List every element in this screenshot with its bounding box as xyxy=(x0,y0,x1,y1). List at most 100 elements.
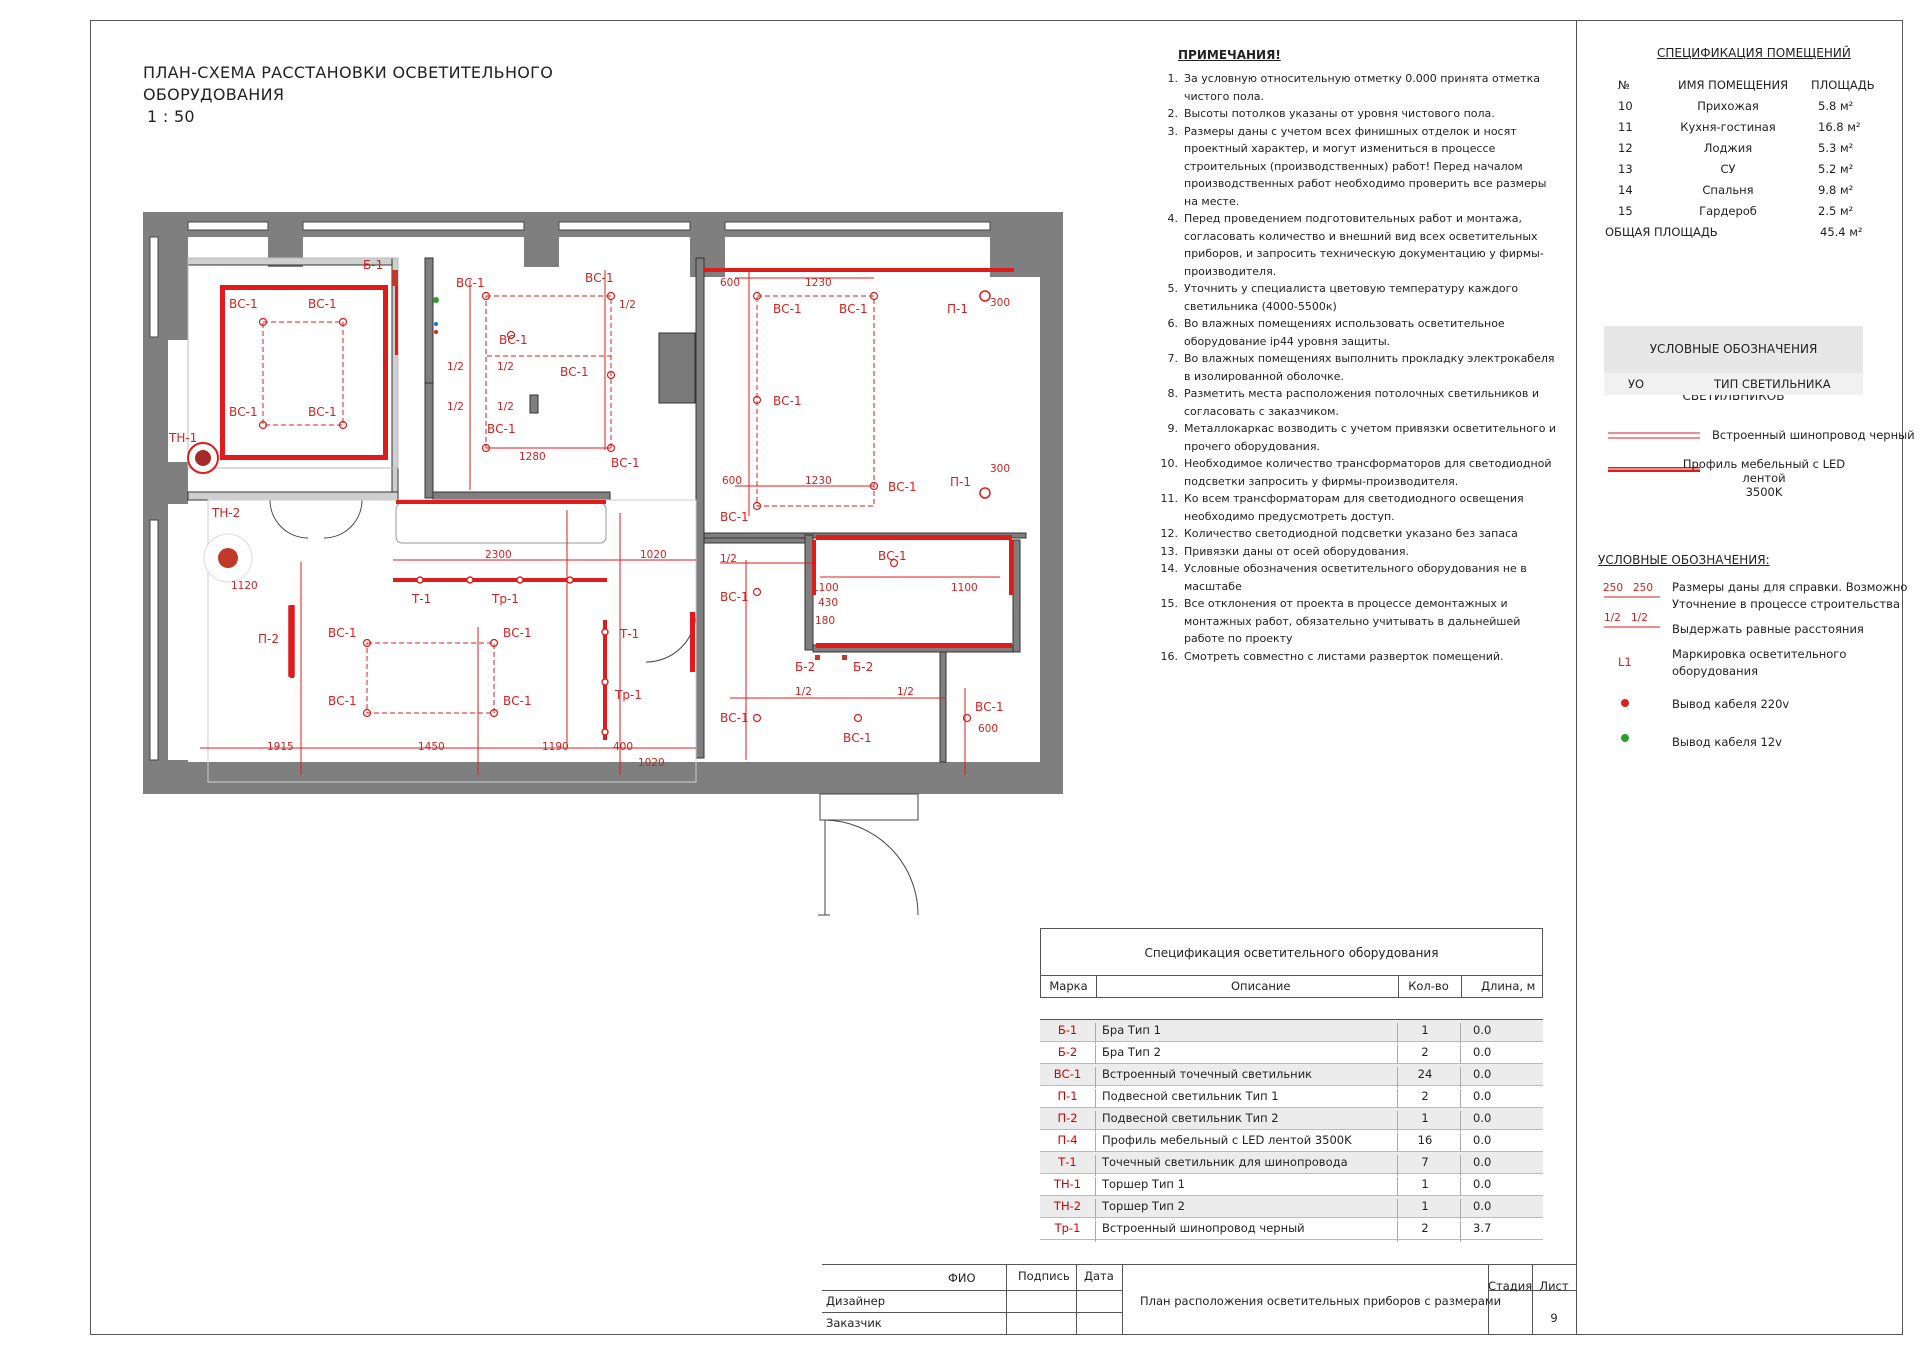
spec-qty: 2 xyxy=(1421,1045,1429,1059)
col-no: № xyxy=(1618,78,1630,92)
dim-half-c: 1/2 xyxy=(897,686,914,698)
label-bc1-f: ВС-1 xyxy=(585,271,614,285)
room-area: 9.8 м² xyxy=(1818,183,1854,197)
label-tr1-a: Тр-1 xyxy=(492,592,519,606)
dim-430: 430 xyxy=(818,597,839,609)
note-item: 4.Перед проведением подготовительных раб… xyxy=(1160,210,1560,280)
dim-1100-a: 1100 xyxy=(812,582,839,594)
spec-qty: 7 xyxy=(1421,1155,1429,1169)
label-t1-a: Т-1 xyxy=(412,592,432,606)
label-bc1-l: ВС-1 xyxy=(839,302,868,316)
spec-col-desc: Описание xyxy=(1231,979,1291,993)
sheet-frame xyxy=(90,20,1903,1335)
note-item: 15.Все отклонения от проекта в процессе … xyxy=(1160,595,1560,648)
note-text: Во влажных помещениях использовать освет… xyxy=(1184,317,1505,348)
spec-desc: Точечный светильник для шинопровода xyxy=(1102,1155,1348,1169)
label-bc1-v: ВС-1 xyxy=(503,626,532,640)
spec-qty: 2 xyxy=(1421,1221,1429,1235)
label-bc1-s: ВС-1 xyxy=(843,731,872,745)
tb-fio: ФИО xyxy=(948,1271,976,1285)
note-item: 9.Металлокаркас возводить с учетом привя… xyxy=(1160,420,1560,455)
label-bc1-q: ВС-1 xyxy=(720,590,749,604)
note-item: 13.Привязки даны от осей оборудования. xyxy=(1160,543,1560,561)
dim-2300: 2300 xyxy=(485,549,512,561)
led-profiles xyxy=(220,268,1014,672)
label-bc1-a: ВС-1 xyxy=(229,297,258,311)
spec-len: 0.0 xyxy=(1473,1155,1492,1169)
dim-half-e: 1/2 xyxy=(497,401,514,413)
legend-led-profile-2: 3500K xyxy=(1745,485,1783,499)
note-item: 6.Во влажных помещениях использовать осв… xyxy=(1160,315,1560,350)
inner-walls xyxy=(187,257,1027,763)
spec-len: 0.0 xyxy=(1473,1199,1492,1213)
tb-sheet-no: 9 xyxy=(1550,1311,1558,1325)
col-name: ИМЯ ПОМЕЩЕНИЯ xyxy=(1678,78,1789,92)
note-number: 13. xyxy=(1160,544,1179,558)
note-number: 15. xyxy=(1160,597,1179,610)
dim-half-h: 1/2 xyxy=(619,299,636,311)
spec-mark: ТН-1 xyxy=(1053,1177,1082,1191)
note-number: 8. xyxy=(1167,387,1179,400)
note-text: Разметить места расположения потолочных … xyxy=(1184,387,1539,418)
room-no: 15 xyxy=(1618,204,1633,218)
sym-cable12: Вывод кабеля 12v xyxy=(1672,735,1782,749)
dim-600-a: 600 xyxy=(720,277,741,289)
label-bc1-c: ВС-1 xyxy=(229,405,258,419)
spec-len: 0.0 xyxy=(1473,1177,1492,1191)
symbols-heading: УСЛОВНЫЕ ОБОЗНАЧЕНИЯ: xyxy=(1598,553,1770,567)
legend-track: Встроенный шинопровод черный xyxy=(1712,428,1915,442)
note-text: Высоты потолков указаны от уровня чистов… xyxy=(1184,107,1495,120)
spec-qty: 24 xyxy=(1417,1067,1433,1081)
label-bc1-n: ВС-1 xyxy=(888,480,917,494)
label-b2-a: Б-2 xyxy=(795,660,816,674)
label-bc1-t: ВС-1 xyxy=(975,700,1004,714)
label-p2: П-2 xyxy=(258,632,279,646)
spec-len: 0.0 xyxy=(1473,1111,1492,1125)
spec-desc: Бра Тип 1 xyxy=(1102,1023,1161,1037)
note-item: 8. Разметить места расположения потолочны… xyxy=(1160,385,1560,420)
legend-led-profile-1: Профиль мебельный с LED лентой xyxy=(1682,457,1846,485)
room-area: 2.5 м² xyxy=(1818,204,1854,218)
drawing-title: ПЛАН-СХЕМА РАССТАНОВКИ ОСВЕТИТЕЛЬНОГО ОБ… xyxy=(143,62,553,128)
note-text: Уточнить у специалиста цветовую температ… xyxy=(1184,282,1519,313)
sym-mark-text-2: оборудования xyxy=(1672,664,1758,678)
spec-col-mark: Марка xyxy=(1049,979,1088,993)
label-bc1-h: ВС-1 xyxy=(560,365,589,379)
room-name: Спальня xyxy=(1702,183,1754,197)
label-bc1-w: ВС-1 xyxy=(328,694,357,708)
room-name: Прихожая xyxy=(1697,99,1759,113)
downlights xyxy=(258,291,972,723)
spec-len: 0.0 xyxy=(1473,1133,1492,1147)
note-item: 16.Смотреть совместно с листами разверто… xyxy=(1160,648,1560,666)
note-text: Ко всем трансформаторам для светодиодног… xyxy=(1184,492,1524,523)
drawing-scale: 1 : 50 xyxy=(147,107,195,126)
rooms-spec-heading: СПЕЦИФИКАЦИЯ ПОМЕЩЕНИЙ xyxy=(1657,46,1851,60)
spec-qty: 1 xyxy=(1421,1023,1429,1037)
note-item: 10.Необходимое количество трансформаторо… xyxy=(1160,455,1560,490)
note-item: 12.Количество светодиодной подсветки ука… xyxy=(1160,525,1560,543)
spec-mark: Б-2 xyxy=(1057,1045,1078,1059)
note-number: 5. xyxy=(1167,282,1179,295)
spec-col-qty: Кол-во xyxy=(1408,979,1449,993)
label-bc1-b: ВС-1 xyxy=(308,297,337,311)
sym-cable220: Вывод кабеля 220v xyxy=(1672,697,1790,711)
label-tr1-b: Тр-1 xyxy=(615,688,642,702)
tb-sign: Подпись xyxy=(1018,1269,1070,1283)
spec-desc: Встроенный шинопровод черный xyxy=(1102,1221,1305,1235)
note-number: 12. xyxy=(1160,527,1179,540)
label-bc1-j: ВС-1 xyxy=(611,456,640,470)
label-bc1-x: ВС-1 xyxy=(503,694,532,708)
floor-lamps xyxy=(187,442,253,583)
dim-1915: 1915 xyxy=(267,741,294,753)
note-number: 2. xyxy=(1167,107,1179,120)
dim-1280: 1280 xyxy=(519,451,546,463)
label-bc1-d: ВС-1 xyxy=(308,405,337,419)
label-tn1: ТН-1 xyxy=(169,431,198,445)
room-no: 11 xyxy=(1618,120,1633,134)
room-no: 10 xyxy=(1618,99,1633,113)
label-bc1-e: ВС-1 xyxy=(456,276,485,290)
